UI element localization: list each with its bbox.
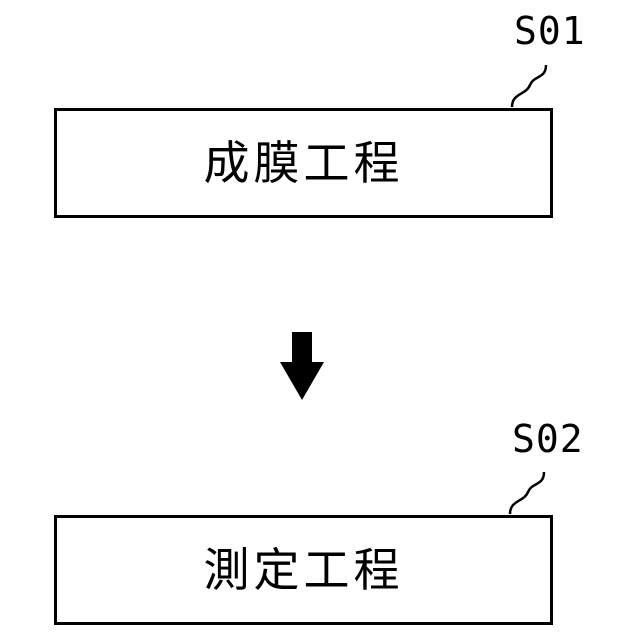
step-ref-label: S02 <box>512 420 584 458</box>
process-step-box: 成膜工程 <box>54 108 553 218</box>
leader-line <box>500 55 560 110</box>
step-ref-label: S01 <box>514 12 586 50</box>
step-label: 成膜工程 <box>204 140 404 186</box>
process-step-box: 測定工程 <box>54 515 553 625</box>
arrow-down-icon <box>280 332 330 402</box>
leader-line <box>498 462 558 517</box>
step-label: 測定工程 <box>204 547 404 593</box>
